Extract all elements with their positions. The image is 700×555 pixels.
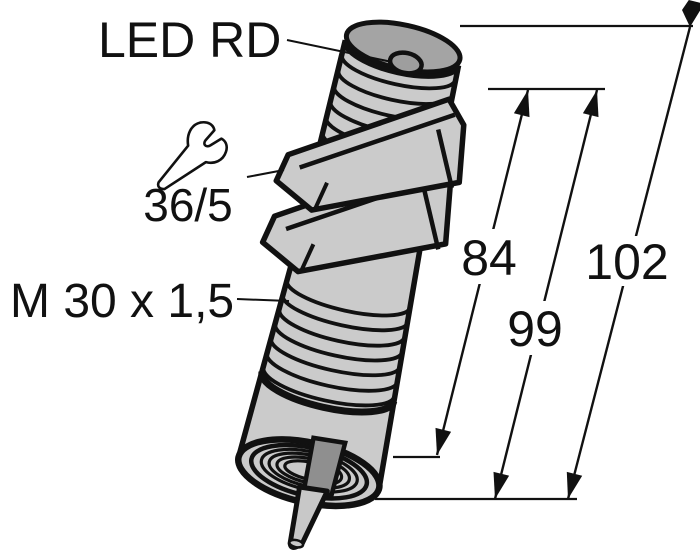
dimension-label-84: 84 xyxy=(461,230,517,286)
wrench-leader-line xyxy=(246,169,285,178)
arrow-84-bottom xyxy=(435,427,452,455)
wrench-size-label: 36/5 xyxy=(143,179,233,231)
dimension-label-99: 99 xyxy=(507,301,563,357)
thread-leader-line xyxy=(236,298,290,302)
dim-line-99 xyxy=(493,89,599,500)
wrench-icon xyxy=(156,120,229,191)
led-leader-line xyxy=(286,39,393,63)
hex-nut-upper xyxy=(273,96,467,213)
arrow-99-bottom xyxy=(493,471,510,499)
arrow-102-bottom xyxy=(566,471,583,499)
leader-lines xyxy=(236,39,393,302)
dimension-arrowheads xyxy=(435,0,700,499)
cable-tip xyxy=(288,538,305,549)
arrow-99-top xyxy=(582,90,599,118)
led-label: LED RD xyxy=(98,12,281,68)
arrow-84-top xyxy=(513,90,530,118)
sensor-body xyxy=(235,19,467,550)
arrow-102-top xyxy=(682,0,700,27)
barrel-threads xyxy=(261,279,412,408)
thread-spec-label: M 30 x 1,5 xyxy=(10,275,234,328)
dimension-label-102: 102 xyxy=(585,234,668,290)
dimension-label-backgrounds xyxy=(461,229,670,355)
extension-lines xyxy=(375,24,693,501)
led-indicator xyxy=(387,50,424,76)
gland-transition-edge xyxy=(258,371,398,416)
cable-boot xyxy=(301,435,348,498)
